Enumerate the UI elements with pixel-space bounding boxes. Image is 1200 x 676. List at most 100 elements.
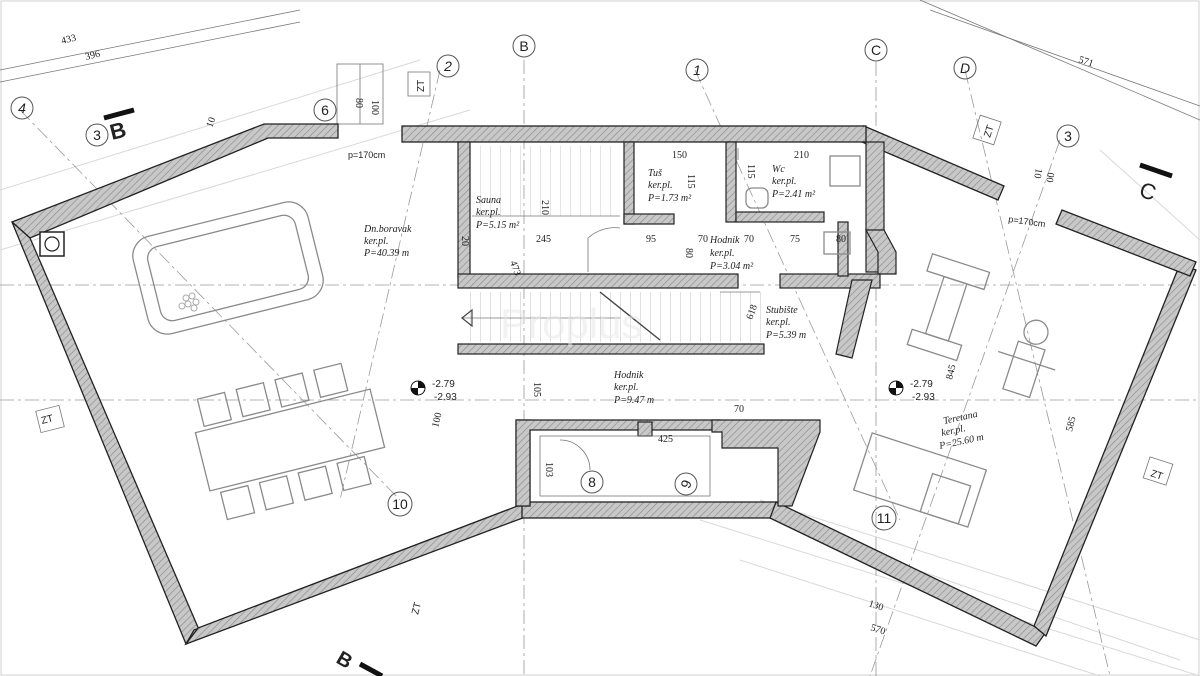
section-mark-B-left: B — [107, 117, 128, 145]
room-label-hodnik-top: Hodnik ker.pl. P=3.04 m² — [709, 235, 754, 272]
overall-dimensions: 433 396 571 — [60, 33, 1095, 70]
gym-equipment — [852, 253, 1056, 528]
axis-label-2: 2 — [443, 58, 452, 74]
interior-dimensions: 150 115 210 115 210 245 95 70 70 75 80 8… — [430, 150, 1078, 637]
window-right-width: p=170cm — [1008, 214, 1046, 229]
svg-text:100: 100 — [430, 412, 444, 429]
svg-text:20: 20 — [459, 236, 470, 246]
axis-label-1: 1 — [693, 62, 701, 78]
svg-text:00: 00 — [1043, 171, 1056, 183]
axis-label-11: 11 — [877, 510, 892, 526]
svg-text:473: 473 — [507, 259, 522, 277]
svg-text:ker.pl.: ker.pl. — [614, 382, 638, 393]
svg-text:P=3.04 m²: P=3.04 m² — [709, 261, 754, 272]
lower-recess — [539, 435, 711, 497]
room-label-dnevni: Dn.boravak ker.pl. P=40.39 m — [363, 224, 412, 259]
axis-label-4-left: 4 — [18, 100, 26, 116]
svg-text:Sauna: Sauna — [476, 195, 501, 206]
axis-label-8: 8 — [588, 474, 596, 490]
svg-text:115: 115 — [685, 174, 696, 189]
zt-label-right: ZT — [1149, 468, 1164, 482]
svg-text:115: 115 — [745, 164, 756, 179]
staircase — [461, 291, 762, 342]
svg-text:95: 95 — [646, 234, 656, 245]
window-left-detail: 100 80 p=170cm 10 — [204, 63, 385, 160]
svg-text:845: 845 — [944, 364, 958, 381]
svg-text:ker.pl.: ker.pl. — [772, 176, 796, 187]
room-label-stubiste: Stubište ker.pl. P=5.39 m — [765, 305, 806, 341]
window-left-width: p=170cm — [348, 150, 385, 160]
level-marker-right: -2.79 -2.93 — [888, 379, 935, 403]
svg-text:80: 80 — [683, 248, 694, 258]
svg-text:Hodnik: Hodnik — [709, 235, 740, 246]
svg-text:70: 70 — [734, 404, 744, 415]
room-label-sauna: Sauna ker.pl. P=5.15 m² — [475, 195, 520, 231]
room-label-teretana: Teretana ker.pl. P=25.60 m — [937, 409, 984, 452]
svg-text:585: 585 — [1064, 416, 1078, 433]
zt-label-left: ZT — [40, 413, 55, 427]
svg-text:618: 618 — [744, 303, 759, 321]
sauna-bench — [472, 146, 620, 216]
svg-text:ker.pl.: ker.pl. — [710, 248, 734, 259]
svg-text:130: 130 — [867, 598, 885, 613]
svg-text:210: 210 — [794, 150, 809, 161]
svg-text:570: 570 — [869, 622, 887, 637]
axis-label-B: B — [519, 38, 528, 54]
svg-text:Hodnik: Hodnik — [613, 370, 644, 381]
axis-label-D: D — [960, 60, 970, 76]
svg-text:425: 425 — [658, 434, 673, 445]
svg-text:P=9.47 m: P=9.47 m — [613, 395, 654, 406]
watermark: Proplus — [500, 300, 642, 347]
dim-396: 396 — [84, 49, 101, 63]
svg-text:P=1.73 m²: P=1.73 m² — [647, 193, 692, 204]
axis-label-9: 9 — [677, 477, 695, 490]
svg-text:103: 103 — [543, 462, 554, 477]
grid-axis-bubbles: B C D 2 1 3 6 4 3 10 11 8 9 — [10, 34, 1080, 531]
svg-text:70: 70 — [698, 234, 708, 245]
billiard-table — [132, 201, 324, 335]
svg-text:P=40.39 m: P=40.39 m — [363, 248, 409, 259]
dining-table — [194, 362, 386, 521]
zt-label-bottom: ZT — [410, 601, 424, 616]
axis-label-6: 6 — [321, 102, 329, 118]
svg-text:Stubište: Stubište — [766, 305, 798, 316]
svg-text:80: 80 — [836, 234, 846, 245]
svg-text:10: 10 — [1031, 167, 1044, 179]
zt-label-right-top: ZT — [982, 124, 996, 139]
svg-text:P=5.39 m: P=5.39 m — [765, 330, 806, 341]
interior-walls — [457, 141, 897, 507]
svg-text:P=5.15 m²: P=5.15 m² — [475, 220, 520, 231]
dim-10: 10 — [204, 116, 218, 129]
level-left-upper: -2.79 — [432, 379, 455, 390]
dim-w80: 80 — [353, 98, 364, 108]
exterior-walls — [10, 123, 1197, 647]
dim-571: 571 — [1077, 54, 1095, 69]
level-left-lower: -2.93 — [434, 392, 457, 403]
level-right-lower: -2.93 — [912, 392, 935, 403]
svg-text:75: 75 — [790, 234, 800, 245]
section-marks: B C B — [103, 107, 1173, 676]
section-mark-C-right: C — [1136, 177, 1159, 206]
svg-text:Tuš: Tuš — [648, 168, 663, 179]
dim-433: 433 — [60, 33, 77, 47]
dim-w100: 100 — [369, 100, 380, 115]
svg-text:ker.pl.: ker.pl. — [364, 236, 388, 247]
svg-text:70: 70 — [744, 234, 754, 245]
room-label-wc: Wc ker.pl. P=2.41 m² — [771, 164, 816, 200]
svg-text:ker.pl.: ker.pl. — [476, 207, 500, 218]
zt-label-top: ZT — [416, 80, 427, 92]
zt-labels: ZT ZT ZT ZT ZT — [35, 71, 1174, 616]
svg-text:Wc: Wc — [772, 164, 785, 175]
axis-label-10: 10 — [392, 496, 408, 512]
svg-text:245: 245 — [536, 234, 551, 245]
axis-label-3-left: 3 — [93, 127, 101, 143]
level-right-upper: -2.79 — [910, 379, 933, 390]
svg-text:105: 105 — [531, 382, 542, 397]
svg-text:150: 150 — [672, 150, 687, 161]
bathroom-fixtures — [737, 148, 861, 255]
room-label-tus: Tuš ker.pl. P=1.73 m² — [647, 168, 692, 204]
svg-text:210: 210 — [539, 200, 550, 215]
